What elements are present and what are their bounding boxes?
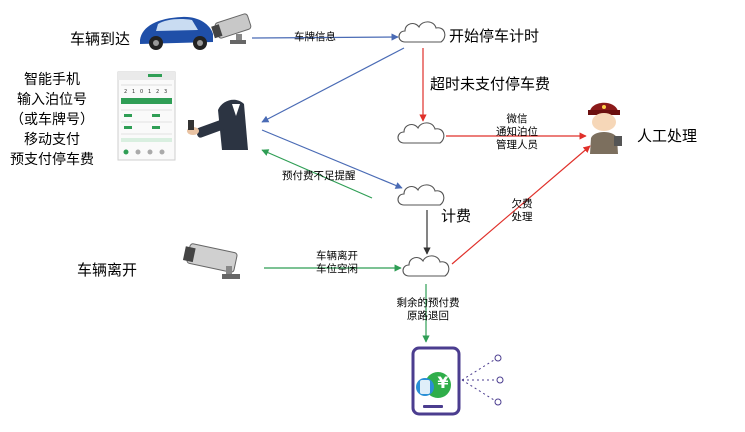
edge-notify-line: 通知泊位 [496,126,538,139]
svg-text:3: 3 [164,89,167,95]
edge-notify-line: 管理人员 [496,139,538,152]
arrow-plate-info [251,33,399,41]
wallet-phone-icon: ¥ [411,346,504,416]
arrow-timer-to-phone [261,47,405,123]
car-icon [140,16,213,50]
security-officer-icon [588,102,622,154]
phone-app-screen: 2 1 0 1 2 3 [117,71,176,161]
cloud-charge [397,184,445,206]
cloud-leave [402,255,450,277]
edge-leave-free-line: 车位空闲 [316,263,358,276]
yuan-icon: ¥ [437,373,448,392]
camera-icon-exit [182,243,240,279]
edge-leave-free: 车辆离开 车位空闲 [302,250,372,276]
label-car-arrive: 车辆到达 [70,30,131,48]
camera-icon-entry [211,13,252,44]
label-manual: 人工处理 [637,127,698,145]
svg-text:1: 1 [132,89,135,95]
edge-plate-info: 车牌信息 [294,31,336,43]
edge-arrears-line: 处理 [511,211,533,224]
phone-screen-digits: 2 1 0 1 2 3 [124,89,167,95]
edge-notify-line: 微信 [506,113,528,125]
label-charge: 计费 [441,207,472,225]
edge-leave-free-line: 车辆离开 [316,250,358,262]
phone-step: （或车牌号） [10,112,94,128]
edge-refund-line: 原路退回 [407,310,449,323]
businessman-icon [187,99,248,150]
label-start-timer: 开始停车计时 [449,27,540,45]
edge-prepay-low: 预付费不足提醒 [282,170,356,182]
phone-step: 智能手机 [24,72,80,88]
edge-refund: 剩余的预付费 原路退回 [388,297,468,323]
phone-steps: 智能手机 输入泊位号 （或车牌号） 移动支付 预支付停车费 [2,70,102,170]
phone-step: 移动支付 [24,132,80,148]
edge-refund-line: 剩余的预付费 [396,297,460,309]
svg-text:0: 0 [140,89,143,95]
label-timeout-unpaid: 超时未支付停车费 [430,75,551,93]
svg-text:1: 1 [148,89,151,95]
phone-step: 输入泊位号 [17,92,87,108]
phone-step: 预支付停车费 [10,152,94,168]
arrow-phone-to-charge [261,129,403,189]
cloud-start-timer [398,21,446,43]
svg-text:2: 2 [124,89,127,95]
cloud-notify [397,122,445,144]
edge-arrears: 欠费 处理 [502,198,542,224]
svg-text:2: 2 [156,89,159,95]
arrow-prepay-low [261,149,373,199]
label-car-leave: 车辆离开 [77,261,138,279]
edge-notify: 微信 通知泊位 管理人员 [482,113,552,152]
arrow-arrears [451,145,591,265]
edge-arrears-line: 欠费 [511,198,533,210]
